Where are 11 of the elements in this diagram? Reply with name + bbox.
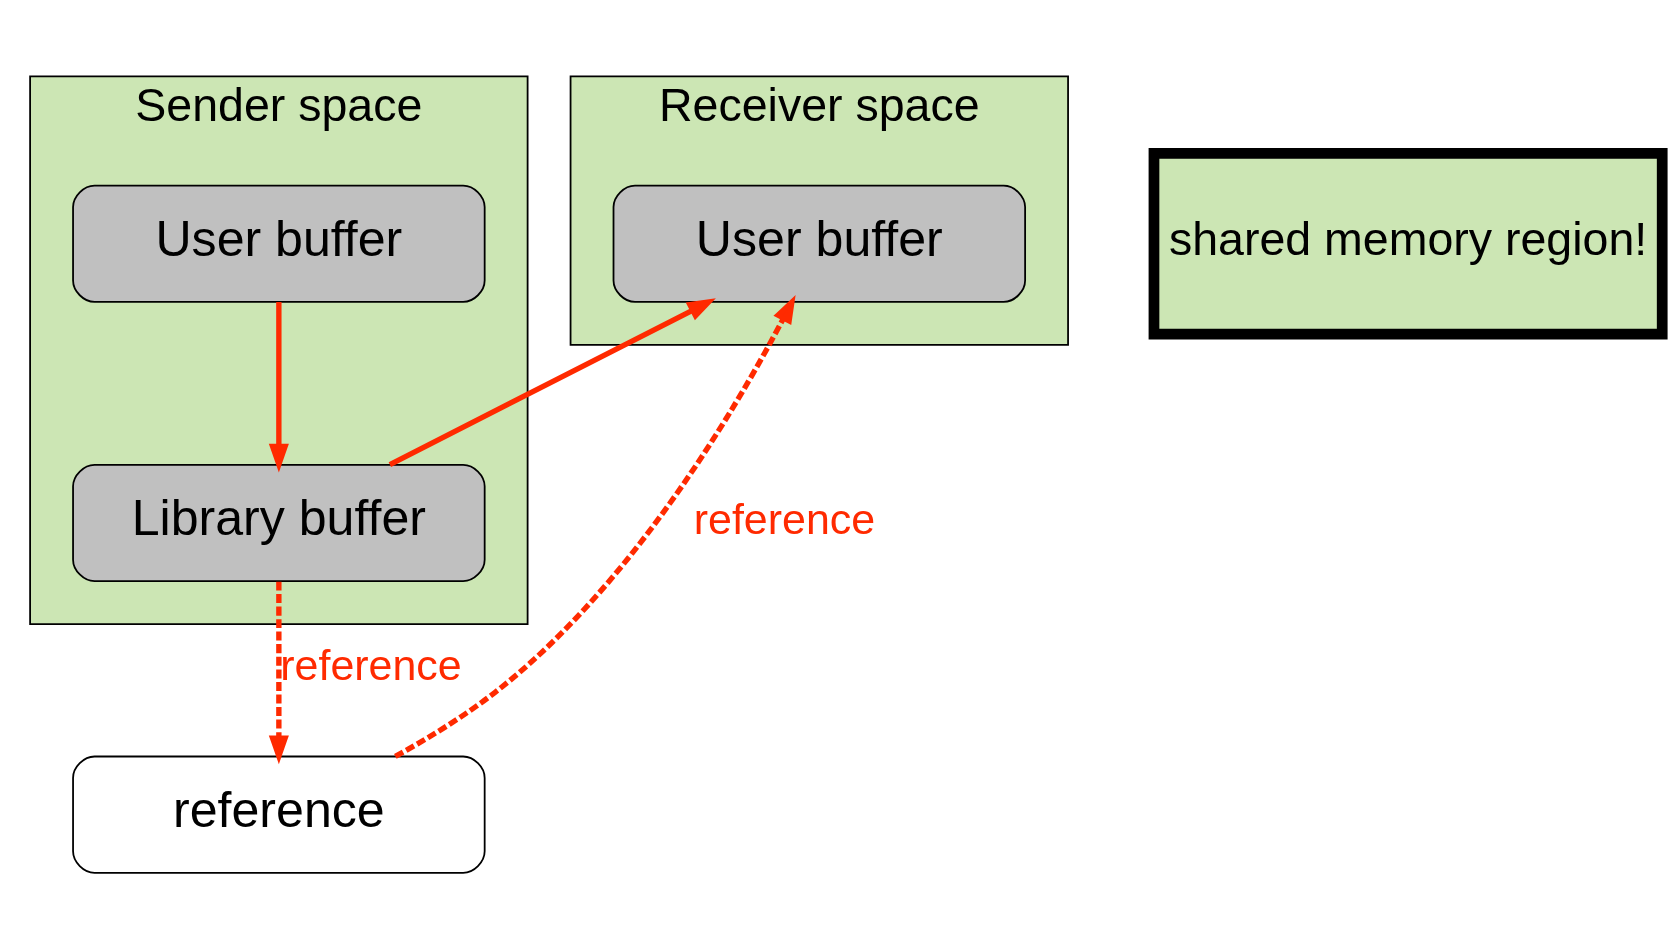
arrow: [268, 302, 289, 473]
edge-label: reference: [693, 495, 876, 544]
edge-label: reference: [280, 640, 462, 689]
node-box: Library buffer: [72, 463, 486, 583]
arrow: [268, 581, 289, 765]
node-box: User buffer: [72, 184, 486, 303]
node-box: shared memory region!: [1148, 148, 1668, 340]
node-box: User buffer: [612, 184, 1026, 303]
arrow: [388, 298, 716, 467]
node-box: reference: [72, 755, 486, 874]
arrow: [394, 295, 796, 759]
